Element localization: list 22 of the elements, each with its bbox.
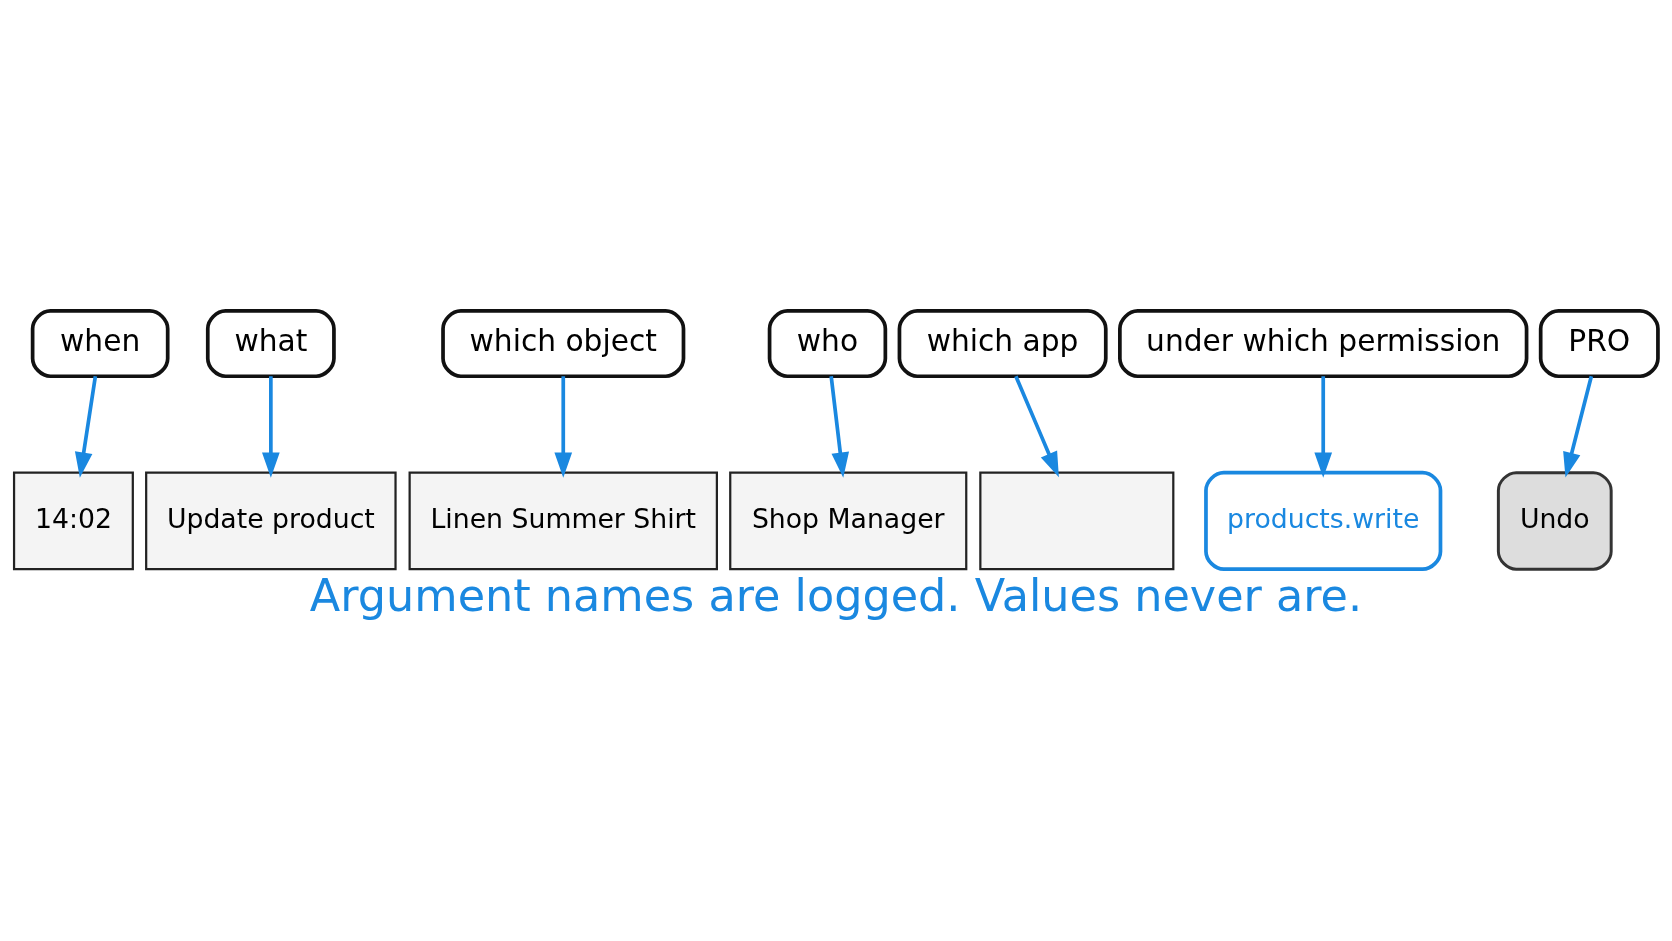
node-box: what [205,309,336,379]
node-box [979,471,1175,571]
node-box: which app [897,309,1108,379]
arrow [74,375,98,478]
node-box: Linen Summer Shirt [408,471,718,571]
arrow [1314,376,1333,478]
node-box: Shop Manager [729,471,968,571]
arrow [262,376,280,478]
arrow [829,376,850,478]
node-box: which object [441,309,686,379]
node-box: products.write [1204,470,1443,572]
arrow [1563,375,1594,478]
node-box: Undo [1496,471,1613,571]
caption: Argument names are logged. Values never are. [309,569,1363,621]
node-box: under which permission [1118,309,1529,379]
node-box: PRO [1538,309,1660,379]
node-box: 14:02 [12,471,134,571]
node-box: when [30,309,170,379]
node-box: Update product [145,471,397,571]
arrow [1014,375,1059,478]
node-box: who [767,309,888,379]
arrow [554,376,573,478]
